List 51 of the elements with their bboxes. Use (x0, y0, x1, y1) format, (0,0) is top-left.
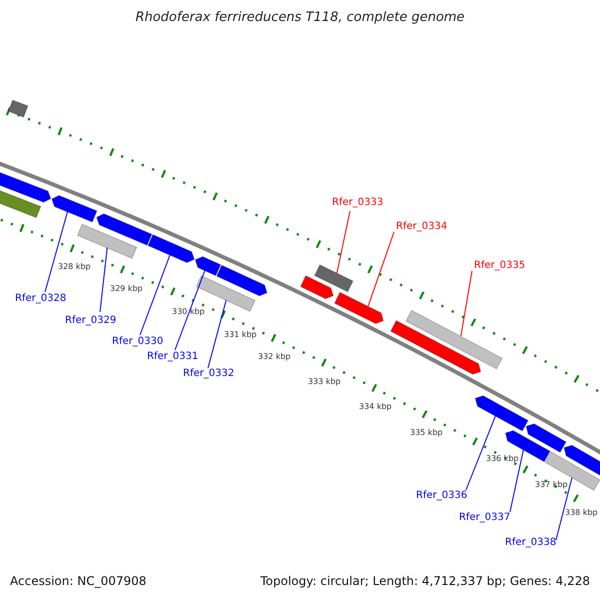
leader-line (556, 477, 572, 540)
genome-stats: Topology: circular; Length: 4,712,337 bp; Genes: 4,228 (260, 574, 590, 588)
leader-line (140, 254, 170, 336)
position-label: 338 kbp (565, 508, 598, 518)
gene-feature (96, 213, 152, 246)
position-label: 328 kbp (58, 262, 91, 272)
gene-feature (405, 310, 503, 370)
position-label: 334 kbp (359, 402, 392, 412)
position-label: 330 kbp (172, 307, 205, 317)
position-label: 329 kbp (110, 284, 143, 294)
position-label: 332 kbp (258, 352, 291, 362)
position-label: 335 kbp (410, 428, 443, 438)
gene-label: Rfer_0338 (505, 537, 556, 549)
leader-line (368, 232, 394, 307)
leader-line (100, 247, 108, 312)
gene-feature (505, 430, 551, 462)
gene-feature (76, 224, 138, 259)
gene-label: Rfer_0332 (183, 368, 234, 380)
gene-feature (526, 423, 567, 453)
gene-feature (216, 264, 268, 296)
gene-feature (314, 264, 354, 292)
gene-label: Rfer_0333 (332, 197, 384, 209)
leader-line (208, 300, 227, 368)
gene-label: Rfer_0330 (112, 336, 164, 348)
gene-feature (300, 275, 334, 300)
gene-label: Rfer_0336 (416, 490, 468, 502)
gene-feature (564, 444, 600, 477)
position-label: 337 kbp (535, 480, 568, 490)
gene-label: Rfer_0329 (65, 315, 116, 327)
gene-label: Rfer_0334 (396, 221, 448, 233)
gene-feature (8, 100, 28, 118)
accession-label: Accession: NC_007908 (10, 574, 146, 588)
gene-label: Rfer_0337 (459, 512, 510, 524)
leader-line (336, 210, 350, 274)
gene-label: Rfer_0335 (474, 260, 526, 272)
leader-line (466, 416, 496, 490)
position-label: 331 kbp (224, 330, 257, 340)
diagram-title: Rhodoferax ferrireducens T118, complete genome (134, 10, 466, 26)
gene-feature (474, 395, 529, 432)
leader-line (460, 270, 472, 337)
leader-line (44, 211, 68, 292)
gene-feature (51, 195, 98, 223)
gene-feature (148, 234, 195, 264)
leader-line (174, 270, 206, 350)
gene-feature (334, 292, 384, 324)
position-label: 333 kbp (308, 377, 341, 387)
gene-label: Rfer_0328 (15, 293, 66, 305)
position-label: 336 kbp (486, 454, 519, 464)
gene-feature (390, 320, 482, 375)
leader-line (510, 449, 524, 512)
gene-label: Rfer_0331 (147, 351, 198, 363)
